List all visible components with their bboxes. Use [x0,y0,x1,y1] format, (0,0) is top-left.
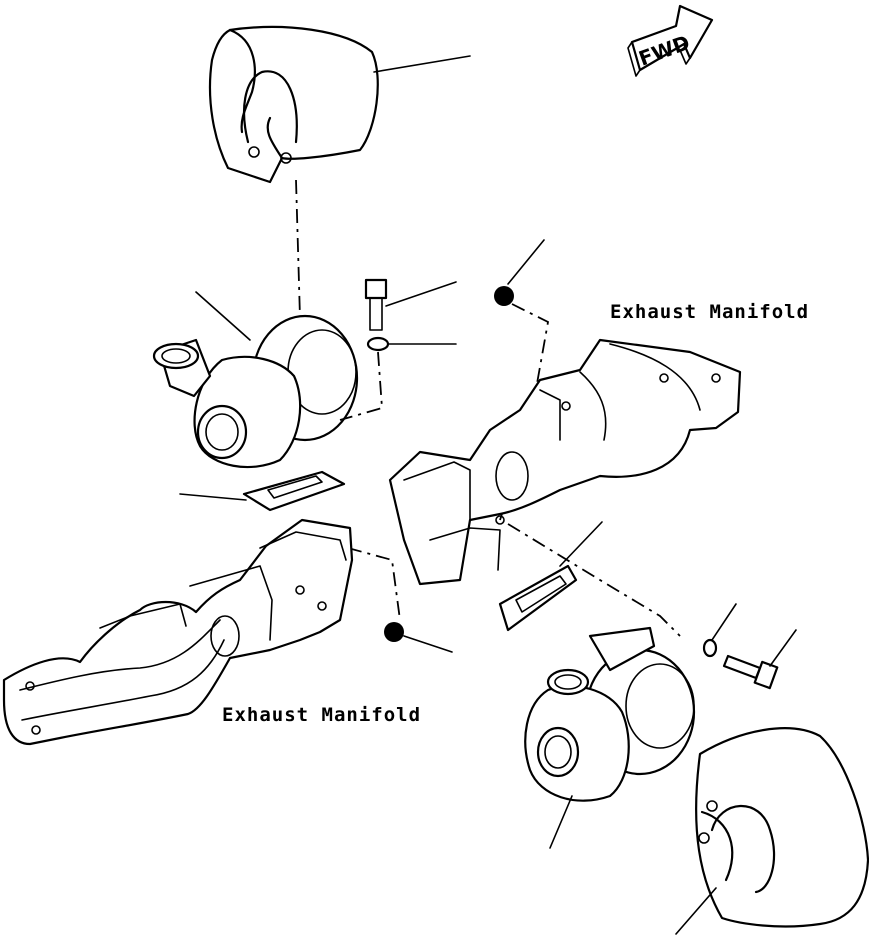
manifold-label-left: Exhaust Manifold [222,704,421,726]
exhaust-manifold-left [2,518,354,746]
exhaust-manifold-right [388,338,742,586]
turbocharger-left [152,291,359,469]
heat-shield-top [208,25,471,184]
nut-lower [384,622,453,653]
leader-line [549,795,573,849]
manifold-label-right: Exhaust Manifold [610,301,809,323]
heat-shield-bottom [675,727,869,935]
gasket-left [179,470,346,512]
bolt-lower [722,629,797,690]
fwd-arrow-icon: FWD [627,4,714,77]
gasket-right [498,521,603,632]
leader-line [373,55,471,73]
leader-line [195,291,251,341]
bolt-upper [364,278,457,331]
washer-lower [702,603,737,658]
nut-upper [494,239,545,306]
washer-upper [366,336,457,352]
turbocharger-right [524,626,696,849]
